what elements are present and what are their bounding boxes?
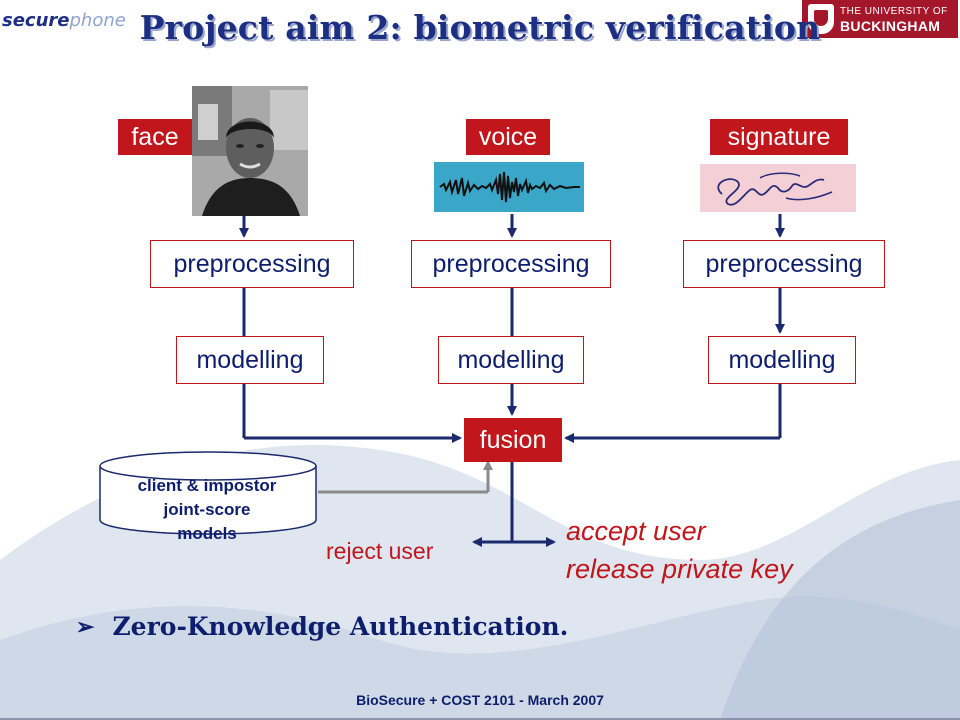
signature-image: [700, 164, 856, 212]
models-db-line2: joint-score: [163, 500, 251, 519]
voice-label: voice: [466, 119, 550, 155]
university-line1: THE UNIVERSITY OF: [840, 6, 948, 17]
arrow-bullet-icon: ➢: [76, 613, 95, 640]
face-preprocessing-box: preprocessing: [150, 240, 354, 288]
university-logo: THE UNIVERSITY OF BUCKINGHAM: [802, 0, 958, 38]
signature-label: signature: [710, 119, 848, 155]
face-label: face: [118, 119, 192, 155]
accept-line1: accept user: [566, 516, 706, 546]
slide-footer: BioSecure + COST 2101 - March 2007: [356, 692, 604, 708]
signature-preprocessing-box: preprocessing: [683, 240, 885, 288]
accept-user-text: accept user release private key: [566, 512, 793, 588]
face-modelling-box: modelling: [176, 336, 324, 384]
reject-user-text: reject user: [326, 538, 434, 564]
logo-phone: phone: [69, 10, 126, 31]
models-db-line3: models: [177, 524, 237, 543]
bullet-text: Zero-Knowledge Authentication.: [112, 612, 569, 641]
signature-modelling-box: modelling: [708, 336, 856, 384]
accept-line2: release private key: [566, 554, 793, 584]
models-db-line1: client & impostor: [137, 476, 277, 495]
fusion-box: fusion: [464, 418, 562, 462]
face-photo: [192, 86, 308, 216]
securephone-logo: securephone: [2, 10, 126, 31]
bullet-point: ➢ Zero-Knowledge Authentication.: [76, 612, 568, 641]
logo-secure: secure: [2, 10, 70, 31]
slide-title: Project aim 2: biometric verification: [139, 8, 821, 47]
voice-preprocessing-box: preprocessing: [411, 240, 611, 288]
shield-icon: [808, 4, 834, 34]
models-database-label: client & impostor joint-score models: [96, 474, 318, 546]
models-database-icon: [99, 451, 317, 535]
voice-modelling-box: modelling: [438, 336, 584, 384]
university-line2: BUCKINGHAM: [840, 18, 941, 34]
waveform-icon: [434, 162, 584, 212]
